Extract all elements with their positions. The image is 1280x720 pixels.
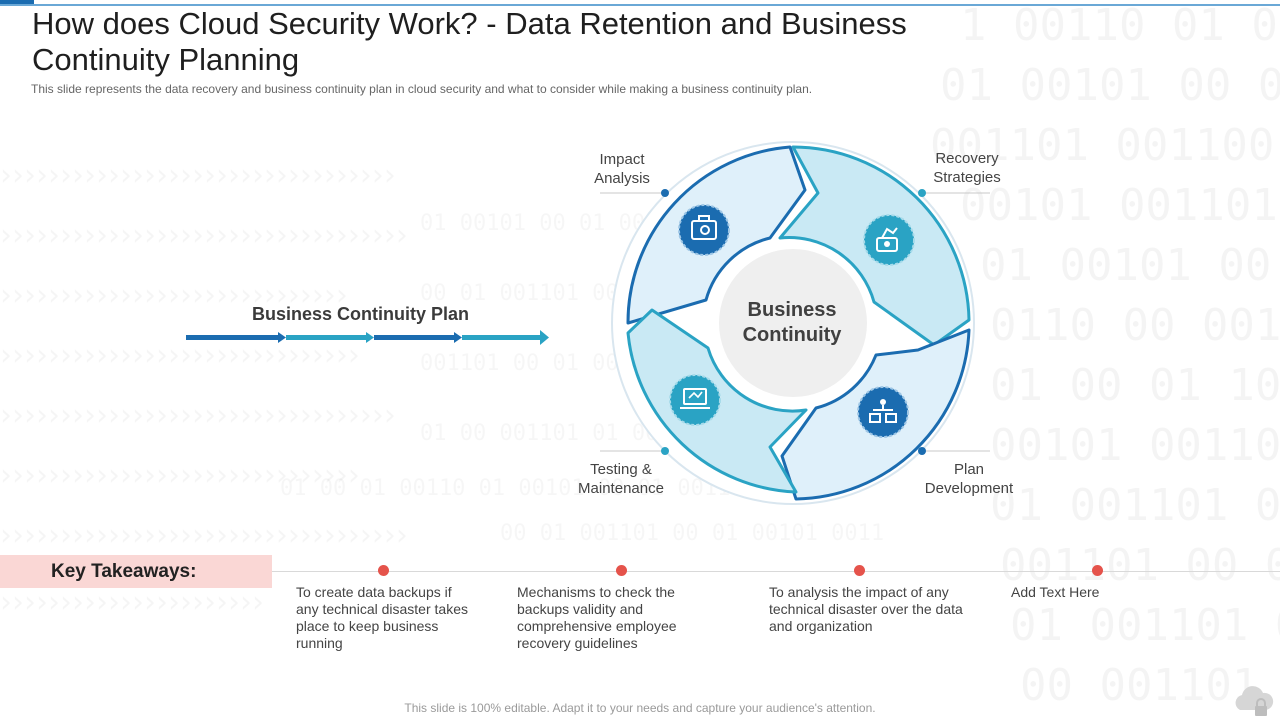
- svg-text:0110 00 001101: 0110 00 001101: [990, 300, 1280, 351]
- takeaway-dot: [854, 565, 865, 576]
- svg-text:››››››››››››››››››››››››››››››: ›››››››››››››››››››››››››››››››››: [0, 398, 396, 433]
- stage-plan-development: Plan Development: [909, 460, 1029, 498]
- takeaway-dot: [378, 565, 389, 576]
- stage-label-line1: Impact: [599, 151, 645, 168]
- key-takeaways-box: [0, 555, 272, 588]
- svg-text:››››››››››››››››››››››››››››››: ››››››››››››››››››››››››››››››››››: [0, 218, 408, 253]
- takeaway-text-2: Mechanisms to check the backups validity…: [517, 584, 677, 651]
- svg-text:››››››››››››››››››››››››››››››: ››››››››››››››››››››››››››››››››››: [0, 518, 408, 553]
- stage-label-line1: Recovery: [935, 150, 999, 167]
- takeaway-text-4: Add Text Here: [1011, 584, 1100, 600]
- svg-text:00 01 001101 00 01 00101: 00 01 001101 00 01 00101 0011: [500, 521, 884, 546]
- plan-arrow-graphic: [186, 330, 549, 345]
- stage-label-line1: Plan: [953, 461, 985, 478]
- stage-testing-maintenance: Testing & Maintenance: [561, 460, 681, 498]
- business-continuity-plan-label: Business Continuity Plan: [252, 304, 470, 324]
- cloud-lock-icon: [1235, 686, 1274, 716]
- stage-label-line1: Testing &: [590, 461, 652, 478]
- recovery-marker-dot: [918, 189, 926, 197]
- svg-text:››››››››››››››››››››››››››››››: ›››››››››››››››››››››››››››››››››: [0, 158, 396, 193]
- stage-label-line2: Maintenance: [578, 480, 664, 497]
- header-accent-bar: [0, 0, 34, 6]
- svg-text:01 00101 00 0: 01 00101 00 0: [980, 240, 1280, 291]
- svg-text:››››››››››››››››››››››: ››››››››››››››››››››››: [0, 585, 264, 620]
- stage-recovery-strategies: Recovery Strategies: [907, 149, 1027, 187]
- recovery-toolkit-icon: [863, 214, 915, 266]
- takeaway-dot: [1092, 565, 1103, 576]
- takeaway-text-3: To analysis the impact of any technical …: [769, 584, 963, 634]
- network-plan-icon: [857, 386, 909, 438]
- testing-marker-dot: [661, 447, 669, 455]
- takeaway-text-1: To create data backups if any technical …: [296, 584, 468, 651]
- impact-marker-dot: [661, 189, 669, 197]
- stage-label-line2: Analysis: [594, 170, 650, 187]
- slide-subtitle: This slide represents the data recovery …: [31, 82, 813, 96]
- svg-text:01 001101 00: 01 001101 00: [990, 480, 1280, 531]
- laptop-testing-icon: [669, 374, 721, 426]
- header-rule: [0, 4, 1280, 6]
- svg-text:01 001101 0: 01 001101 0: [1010, 600, 1280, 651]
- stage-label-line2: Development: [924, 480, 1014, 497]
- takeaway-dot: [616, 565, 627, 576]
- plan-marker-dot: [918, 447, 926, 455]
- business-continuity-cycle: [600, 141, 990, 505]
- briefcase-analysis-icon: [678, 204, 730, 256]
- center-label-line1: Business: [747, 299, 837, 321]
- cycle-center-label: Business Continuity: [712, 298, 872, 348]
- key-takeaways-timeline: [272, 571, 1280, 572]
- stage-label-line2: Strategies: [933, 169, 1001, 186]
- svg-text:00101 001101: 00101 001101: [990, 420, 1280, 471]
- center-label-line2: Continuity: [742, 324, 842, 346]
- slide-footer: This slide is 100% editable. Adapt it to…: [404, 701, 876, 715]
- slide-title: How does Cloud Security Work? - Data Ret…: [32, 6, 907, 77]
- svg-text:00101 001101 00: 00101 001101 00: [960, 180, 1280, 231]
- stage-impact-analysis: Impact Analysis: [562, 150, 682, 188]
- svg-text:››››››››››››››››››››››››››››››: ››››››››››››››››››››››››››››››: [0, 458, 360, 493]
- key-takeaways-label: Key Takeaways:: [51, 561, 197, 582]
- cycle-center-disc: [719, 249, 867, 397]
